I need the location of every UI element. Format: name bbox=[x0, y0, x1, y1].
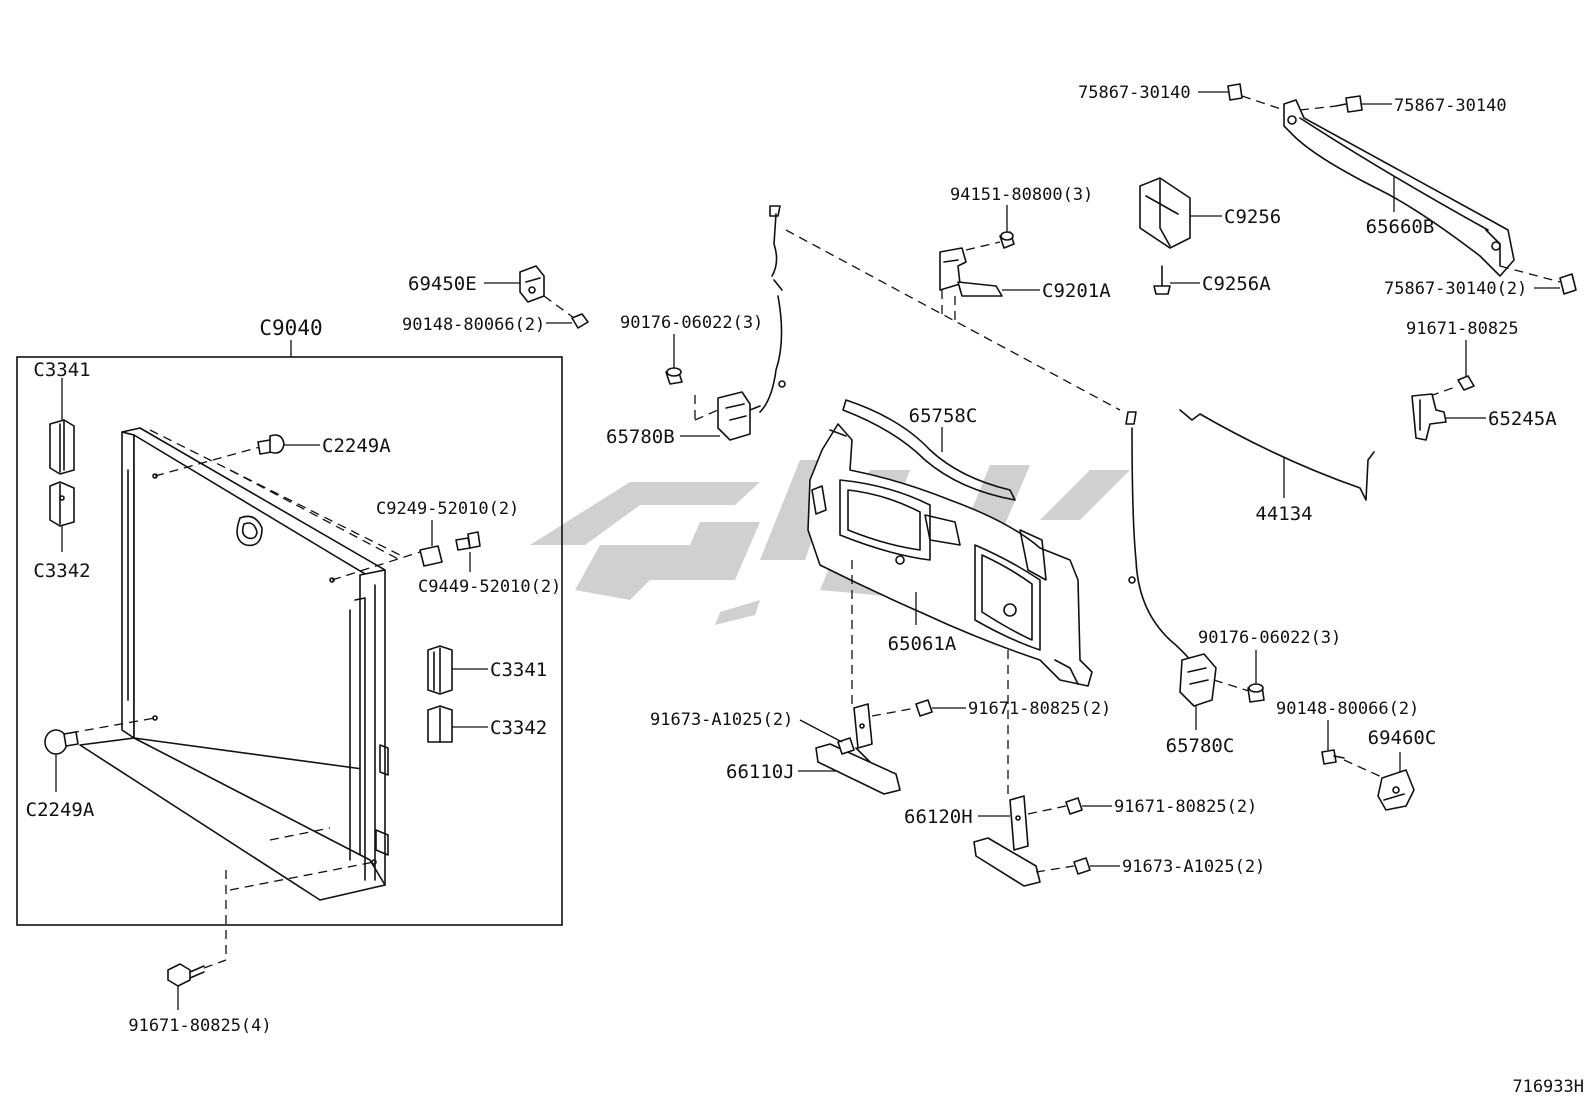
screw-75867-30140-a bbox=[1227, 83, 1243, 101]
label-65660b: 65660B bbox=[1366, 216, 1435, 238]
label-90176-06022-a: 90176-06022(3) bbox=[620, 313, 763, 333]
label-c3342-left: C3342 bbox=[33, 560, 90, 582]
label-91671-80825-4: 91671-80825(4) bbox=[128, 1016, 271, 1036]
group-frame bbox=[16, 356, 563, 926]
seal-c3341-left bbox=[49, 419, 75, 475]
bolt-91673-a1025-a bbox=[837, 737, 855, 755]
seal-c3342-left bbox=[49, 481, 75, 527]
latch-65780c bbox=[1179, 653, 1217, 707]
label-c9256a: C9256A bbox=[1202, 273, 1271, 295]
hinge-66110j bbox=[815, 703, 901, 795]
striker-c9201a bbox=[939, 247, 1003, 297]
label-94151-80800: 94151-80800(3) bbox=[950, 185, 1093, 205]
clip-90176-06022-a bbox=[665, 367, 683, 385]
bolt-91673-a1025-b bbox=[1073, 857, 1091, 875]
clip-90176-06022-b bbox=[1247, 683, 1265, 703]
bracket-65245a bbox=[1411, 393, 1447, 441]
label-65061a: 65061A bbox=[888, 633, 957, 655]
clip-c2249a-upper bbox=[257, 434, 285, 455]
screw-75867-30140-b bbox=[1335, 95, 1363, 113]
rod-44134 bbox=[1179, 409, 1375, 501]
handle-65660b bbox=[1283, 99, 1515, 277]
label-69460c: 69460C bbox=[1368, 727, 1437, 749]
seal-c3341-right bbox=[427, 645, 453, 695]
label-91671-80825-a: 91671-80825 bbox=[1406, 319, 1519, 339]
seal-c3342-right bbox=[427, 705, 453, 743]
clip-c2249a-lower bbox=[44, 729, 79, 755]
bolt-91671-80825-d bbox=[1065, 797, 1083, 815]
label-c3341-right: C3341 bbox=[490, 659, 547, 681]
collar-c9249 bbox=[419, 545, 443, 567]
seal-65758c bbox=[842, 399, 1016, 501]
label-91673-a1025-b: 91673-A1025(2) bbox=[1122, 857, 1265, 877]
hinge-66120h bbox=[973, 795, 1041, 887]
label-90148-80066-a: 90148-80066(2) bbox=[402, 315, 545, 335]
panel-assembly bbox=[79, 427, 389, 901]
screw-c9449 bbox=[455, 531, 481, 551]
label-75867-30140-a: 75867-30140 bbox=[1078, 83, 1191, 103]
screw-75867-30140-c bbox=[1559, 273, 1577, 295]
label-69450e: 69450E bbox=[408, 273, 477, 295]
label-75867-30140-c: 75867-30140(2) bbox=[1384, 279, 1527, 299]
bracket-69450e bbox=[519, 265, 545, 303]
latch-65780b bbox=[717, 391, 761, 441]
label-c9256: C9256 bbox=[1224, 206, 1281, 228]
label-65780b: 65780B bbox=[606, 426, 675, 448]
back-panel-65061a bbox=[807, 423, 1093, 687]
screw-c9256a bbox=[1153, 265, 1171, 295]
cable-65780c bbox=[1125, 411, 1193, 663]
diagram-id: 716933H bbox=[1512, 1077, 1584, 1097]
c9040-group: C9040 bbox=[16, 316, 563, 958]
label-c9449-52010: C9449-52010(2) bbox=[418, 577, 561, 597]
bolt-91671-80825-a bbox=[1457, 375, 1475, 391]
group-label: C9040 bbox=[259, 316, 322, 340]
label-65245a: 65245A bbox=[1488, 408, 1557, 430]
label-91673-a1025-a: 91673-A1025(2) bbox=[650, 710, 793, 730]
label-90176-06022-b: 90176-06022(3) bbox=[1198, 628, 1341, 648]
label-c3341-left: C3341 bbox=[33, 359, 90, 381]
label-91671-80825-c: 91671-80825(2) bbox=[968, 699, 1111, 719]
label-75867-30140-b: 75867-30140 bbox=[1394, 96, 1507, 116]
label-66110j: 66110J bbox=[726, 761, 795, 783]
screw-90148-80066-b bbox=[1321, 749, 1345, 765]
bolt-91671-80825-4 bbox=[167, 963, 205, 987]
label-65780c: 65780C bbox=[1166, 735, 1235, 757]
label-c2249a-lower: C2249A bbox=[26, 799, 95, 821]
cable-65780b bbox=[759, 205, 786, 413]
label-90148-80066-b: 90148-80066(2) bbox=[1276, 699, 1419, 719]
label-c3342-right: C3342 bbox=[490, 717, 547, 739]
label-c2249a-upper: C2249A bbox=[322, 435, 391, 457]
label-c9249-52010: C9249-52010(2) bbox=[376, 499, 519, 519]
label-65758c: 65758C bbox=[909, 405, 978, 427]
label-44134: 44134 bbox=[1255, 503, 1312, 525]
label-66120h: 66120H bbox=[904, 806, 973, 828]
bolt-91671-80825-c bbox=[915, 699, 933, 717]
cover-c9256 bbox=[1139, 177, 1191, 249]
label-c9201a: C9201A bbox=[1042, 280, 1111, 302]
screw-94151-80800 bbox=[999, 231, 1015, 249]
bracket-69460c bbox=[1377, 769, 1415, 811]
screw-90148-80066-a bbox=[571, 313, 589, 329]
label-91671-80825-d: 91671-80825(2) bbox=[1114, 797, 1257, 817]
